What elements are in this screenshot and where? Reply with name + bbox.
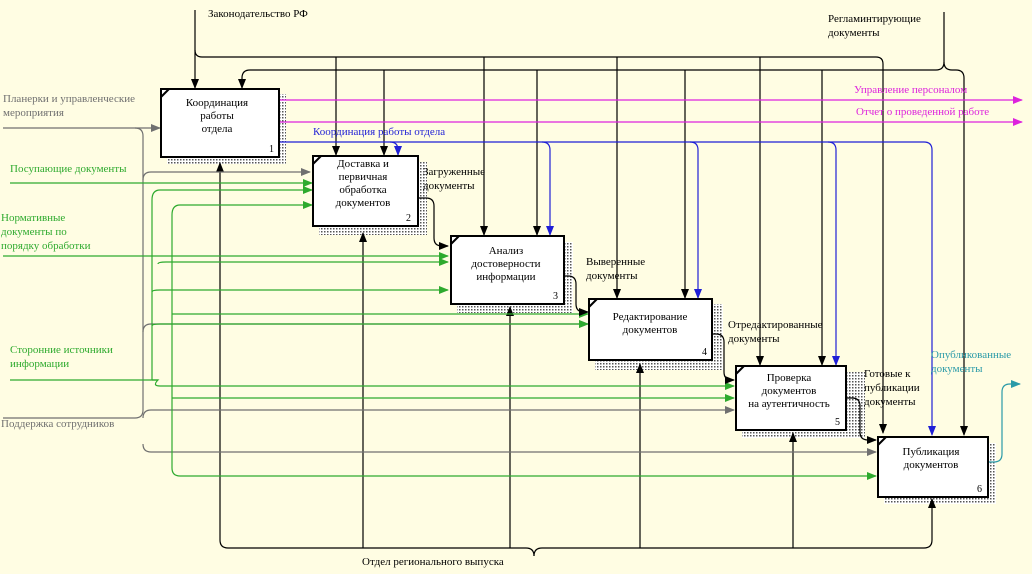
box-5-line: документов <box>762 385 817 397</box>
box-6-line: документов <box>904 459 959 471</box>
box-3-line: достоверности <box>471 258 540 270</box>
flow-arrows <box>418 197 877 444</box>
box-3-number: 3 <box>553 291 558 302</box>
gray-input-arrows <box>3 124 877 456</box>
mechanism-label: Отдел регионального выпуска <box>362 556 504 568</box>
box-4-number: 4 <box>702 347 707 358</box>
box1-output-arrows <box>279 96 1023 436</box>
box-2-line: документов <box>336 197 391 209</box>
coordination-label: Координация работы отдела <box>313 126 445 138</box>
control-arrows <box>191 10 968 436</box>
box-5-line: Проверка <box>767 372 812 384</box>
box-1-line: работы <box>200 110 234 122</box>
box-4-line: документов <box>623 324 678 336</box>
mechanism-arrows <box>216 162 936 557</box>
box-2-line: Доставка и <box>337 158 389 170</box>
box-2-line: обработка <box>339 184 386 196</box>
box-2-number: 2 <box>406 213 411 224</box>
law-label: Законодательство РФ <box>208 8 308 20</box>
box-5-line: на аутентичность <box>748 398 830 410</box>
box-shadows <box>167 94 996 504</box>
box-2-line: первичная <box>339 171 388 183</box>
box-5-number: 5 <box>835 417 840 428</box>
management-label: Управление персоналом <box>854 84 967 96</box>
report-label: Отчет о проведенной работе <box>856 106 989 118</box>
box-1-number: 1 <box>269 144 274 155</box>
box-6-line: Публикация <box>903 446 960 458</box>
box-6-number: 6 <box>977 484 982 495</box>
published-output-arrow <box>988 380 1021 463</box>
green-input-arrows <box>3 179 877 480</box>
box-1-line: отдела <box>202 123 233 135</box>
box-4-line: Редактирование <box>613 311 688 323</box>
box-3-line: информации <box>476 271 535 283</box>
box-3-line: Анализ <box>489 245 524 257</box>
support-label: Поддержка сотрудников <box>1 418 114 430</box>
incoming-label: Посупающие документы <box>10 163 127 175</box>
box-1-line: Координация <box>186 97 248 109</box>
